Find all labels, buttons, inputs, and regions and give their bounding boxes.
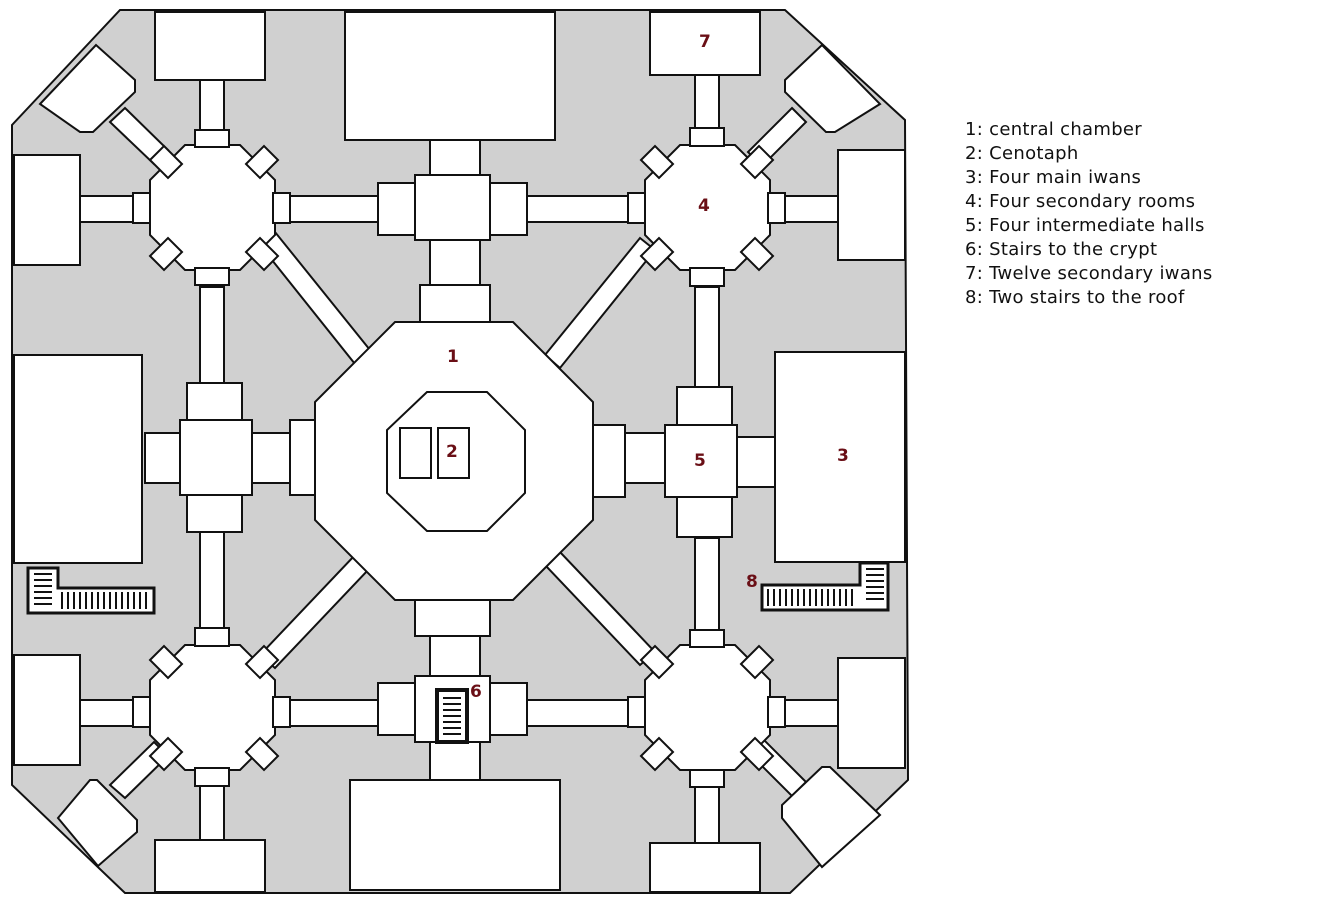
cenotaph-left [399, 427, 432, 479]
label-crypt-stairs: 6 [470, 682, 482, 702]
main-iwan-west [13, 354, 143, 564]
main-iwan-north [344, 11, 556, 141]
legend-item: 7: Twelve secondary iwans [965, 263, 1213, 284]
label-main-iwan: 3 [837, 446, 849, 466]
outer-rooms [13, 11, 906, 893]
legend: 1: central chamber 2: Cenotaph 3: Four m… [965, 118, 1213, 310]
legend-item: 4: Four secondary rooms [965, 191, 1196, 212]
legend-item: 3: Four main iwans [965, 167, 1142, 188]
label-secondary-room: 4 [698, 196, 710, 216]
label-cenotaph: 2 [446, 442, 458, 462]
legend-item: 8: Two stairs to the roof [965, 287, 1185, 308]
cenotaph-right [437, 427, 470, 479]
legend-item: 5: Four intermediate halls [965, 215, 1205, 236]
label-central-chamber: 1 [447, 347, 459, 367]
label-secondary-iwan: 7 [699, 32, 711, 52]
main-iwan-east [774, 351, 906, 563]
legend-item: 2: Cenotaph [965, 143, 1079, 164]
corridors [79, 74, 839, 844]
roof-stairs-east [760, 561, 890, 612]
intermediate-halls [179, 174, 738, 743]
roof-stairs-west [26, 566, 156, 615]
crypt-stairs [435, 688, 469, 744]
legend-item: 1: central chamber [965, 119, 1142, 140]
main-iwan-south [349, 779, 561, 891]
label-roof-stairs: 8 [746, 572, 758, 592]
floor-plan: 1 2 3 4 5 6 7 8 [11, 9, 910, 894]
legend-item: 6: Stairs to the crypt [965, 239, 1158, 260]
secondary-rooms [132, 127, 786, 788]
label-intermediate-hall: 5 [694, 451, 706, 471]
